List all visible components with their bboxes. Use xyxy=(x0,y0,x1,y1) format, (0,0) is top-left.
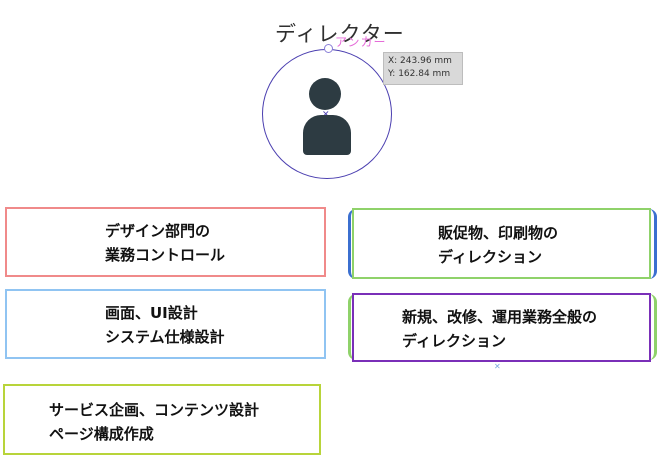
role-box-print-direction[interactable]: 販促物、印刷物の ディレクション xyxy=(352,208,651,279)
role-box-line2: システム仕様設計 xyxy=(105,328,225,346)
role-box-design-control[interactable]: デザイン部門の 業務コントロール xyxy=(5,207,326,277)
role-box-line1: 新規、改修、運用業務全般の xyxy=(402,308,598,326)
role-box-text: サービス企画、コンテンツ設計 ページ構成作成 xyxy=(49,398,259,446)
selection-outline xyxy=(348,209,657,279)
role-box-line1: デザイン部門の xyxy=(105,222,211,240)
role-box-ui-design[interactable]: 画面、UI設計 システム仕様設計 xyxy=(5,289,326,359)
role-box-text: 画面、UI設計 システム仕様設計 xyxy=(105,301,225,349)
role-box-service-planning[interactable]: サービス企画、コンテンツ設計 ページ構成作成 xyxy=(3,384,321,455)
role-box-text: 新規、改修、運用業務全般の ディレクション xyxy=(402,305,597,353)
connector-marker-icon: ✕ xyxy=(494,362,501,371)
tooltip-y: Y: 162.84 mm xyxy=(388,69,451,79)
anchor-handle[interactable] xyxy=(324,44,333,53)
role-box-operations-direction[interactable]: 新規、改修、運用業務全般の ディレクション xyxy=(352,293,651,362)
person-icon-body xyxy=(303,115,351,155)
diagram-title: ディレクター xyxy=(275,22,405,46)
role-box-line2: ページ構成作成 xyxy=(49,425,154,443)
role-box-line1: 画面、UI設計 xyxy=(105,304,198,322)
role-box-line2: 業務コントロール xyxy=(105,246,226,264)
role-box-line2: ディレクション xyxy=(438,248,542,266)
anchor-label: アンカー xyxy=(335,35,387,49)
role-box-line1: サービス企画、コンテンツ設計 xyxy=(49,401,260,419)
person-icon-head xyxy=(309,78,341,110)
role-box-line2: ディレクション xyxy=(402,332,506,350)
role-box-text: デザイン部門の 業務コントロール xyxy=(105,219,225,267)
tooltip-x: X: 243.96 mm xyxy=(388,56,452,66)
coordinate-tooltip: X: 243.96 mm Y: 162.84 mm xyxy=(383,52,463,85)
role-box-text: 販促物、印刷物の ディレクション xyxy=(438,221,558,269)
role-box-line1: 販促物、印刷物の xyxy=(438,224,559,242)
selection-outline xyxy=(348,294,657,360)
